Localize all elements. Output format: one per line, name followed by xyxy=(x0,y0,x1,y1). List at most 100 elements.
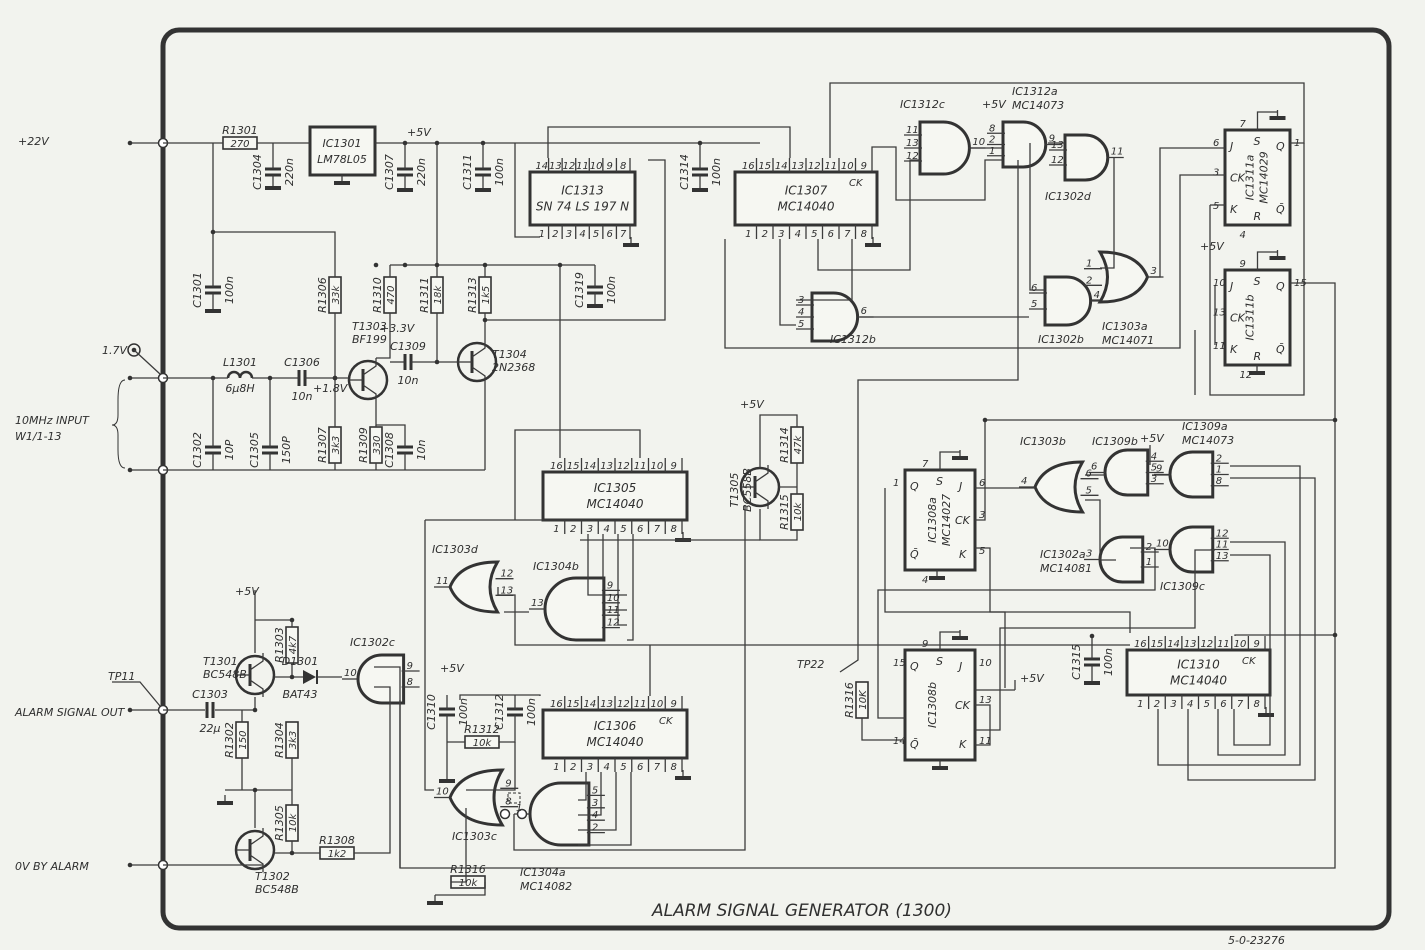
resistor-value: 33k xyxy=(331,285,342,305)
ic-pin-number: 12 xyxy=(617,461,630,472)
flipflop-pin-name: S xyxy=(936,655,943,668)
wire xyxy=(1230,554,1271,746)
resistor-value: 10k xyxy=(473,738,493,749)
transistor-type: BC558B xyxy=(741,468,754,512)
connector-terminal xyxy=(516,808,528,820)
gate-pin-number: 3 xyxy=(798,295,804,306)
ic-type: MC14040 xyxy=(587,735,644,749)
junction-dot xyxy=(434,359,440,365)
junction-dot xyxy=(402,262,408,268)
flipflop-ref: IC1308b xyxy=(926,682,939,728)
gate-ic1312a xyxy=(1001,120,1048,169)
gate-ic1303d xyxy=(448,560,501,614)
capacitor-ref: C1304 xyxy=(251,154,264,190)
ic-pin-number: 3 xyxy=(587,524,593,535)
capacitor-ref: C1314 xyxy=(678,154,691,190)
gate-pin-number: 12 xyxy=(1051,155,1064,166)
flipflop-pin-number: 15 xyxy=(1294,278,1307,289)
wire xyxy=(829,82,1305,158)
drawing-number-gap xyxy=(1222,931,1294,947)
wire xyxy=(754,465,769,483)
gate-ref: IC1312a xyxy=(1012,85,1058,98)
gate-pin-number: 13 xyxy=(1216,551,1229,562)
ic-pin-number: 2 xyxy=(552,229,558,240)
wire xyxy=(754,491,769,509)
ic-pin-number: 15 xyxy=(567,699,580,710)
ic-pin-number: 8 xyxy=(670,762,676,773)
flipflop-pin-name: S xyxy=(936,475,943,488)
wire xyxy=(1085,499,1116,561)
ic-pin-number: 13 xyxy=(791,161,804,172)
wire xyxy=(514,429,641,520)
label-10mhz-input: 10MHz INPUT xyxy=(15,414,90,427)
gate-ref: IC1309c xyxy=(1160,580,1205,593)
gate-pin-number: 11 xyxy=(607,605,620,616)
gate-pin-number: 6 xyxy=(1091,462,1097,473)
input-brace xyxy=(111,379,126,469)
ic-pin-number: 16 xyxy=(550,461,563,472)
ic-pin-number: 13 xyxy=(600,699,613,710)
transistor-type: BC548B xyxy=(255,883,299,896)
label-1-7v: 1.7V xyxy=(102,344,128,357)
wire xyxy=(497,587,1130,646)
wire xyxy=(877,547,1156,719)
flipflop-pin-number: 9 xyxy=(1240,259,1246,270)
diode-value: BAT43 xyxy=(283,688,318,701)
wire xyxy=(547,126,791,158)
ic-pin-number: 5 xyxy=(811,229,817,240)
ic-type: MC14040 xyxy=(778,200,835,214)
gate-ic1309a xyxy=(1168,450,1215,499)
junction-dot xyxy=(697,140,703,146)
ic-pin-number: 6 xyxy=(606,229,612,240)
gate-ref: IC1312c xyxy=(900,98,945,111)
junction-dot xyxy=(210,375,216,381)
ic-pin-number: 12 xyxy=(808,161,821,172)
wire xyxy=(133,349,161,375)
ic-pin-number: 14 xyxy=(535,161,548,172)
gate-pin-number: 9 xyxy=(1049,134,1055,145)
flipflop-pin-name: Q̄ xyxy=(910,548,919,561)
resistor-ref: R1310 xyxy=(371,277,384,313)
resistor-value: 150 xyxy=(238,730,249,749)
gate-pin-number: 6 xyxy=(1086,469,1092,480)
inductor-l1301 xyxy=(226,370,254,379)
ic-pin-number: 12 xyxy=(1200,639,1213,650)
ic-pin-number: 7 xyxy=(1237,699,1244,710)
flipflop-pin-number: 5 xyxy=(979,546,985,557)
capacitor-value: 10n xyxy=(292,390,313,403)
flipflop-pin-name: CK xyxy=(1230,312,1246,325)
resistor-value: 1k2 xyxy=(328,849,347,860)
label-plus5v: +5V xyxy=(1140,432,1165,445)
wire xyxy=(424,520,434,791)
ic-pin-number: 11 xyxy=(824,161,837,172)
flipflop-pin-number: 1 xyxy=(893,478,899,489)
ic-ref: IC1313 xyxy=(561,184,603,198)
resistor-ref: R1304 xyxy=(273,722,286,758)
ic-pin-number: 5 xyxy=(620,762,626,773)
flipflop-type: MC14027 xyxy=(940,494,953,546)
wire xyxy=(578,772,617,831)
resistor-ref: R1303 xyxy=(273,627,286,663)
flipflop-ref: IC1311b xyxy=(1244,295,1257,341)
gate-pin-number: 3 xyxy=(1151,266,1157,277)
wire xyxy=(1256,251,1278,270)
ic-pin-number: 3 xyxy=(587,762,593,773)
flipflop-ic1311a xyxy=(1223,128,1292,227)
ic-pin-number: 1 xyxy=(553,762,559,773)
flipflop-pin-name: J xyxy=(957,660,962,673)
wire xyxy=(578,772,632,846)
wire xyxy=(796,239,853,301)
gate-pin-number: 3 xyxy=(592,798,598,809)
resistor-value: 10K xyxy=(858,689,869,710)
resistor-ref: R1316 xyxy=(450,863,486,876)
ic-pin-number: 1 xyxy=(539,229,545,240)
gate-type: MC14082 xyxy=(520,880,572,893)
ic-clock-label: CK xyxy=(1242,656,1257,667)
flipflop-pin-number: 4 xyxy=(922,575,928,586)
junction-dot xyxy=(127,467,133,473)
wire xyxy=(1209,143,1305,396)
gate-pin-number: 8 xyxy=(989,123,995,134)
flipflop-pin-name: J xyxy=(1228,140,1233,153)
ic-pin-number: 14 xyxy=(775,161,788,172)
transistor-type: 2N2368 xyxy=(492,361,535,374)
